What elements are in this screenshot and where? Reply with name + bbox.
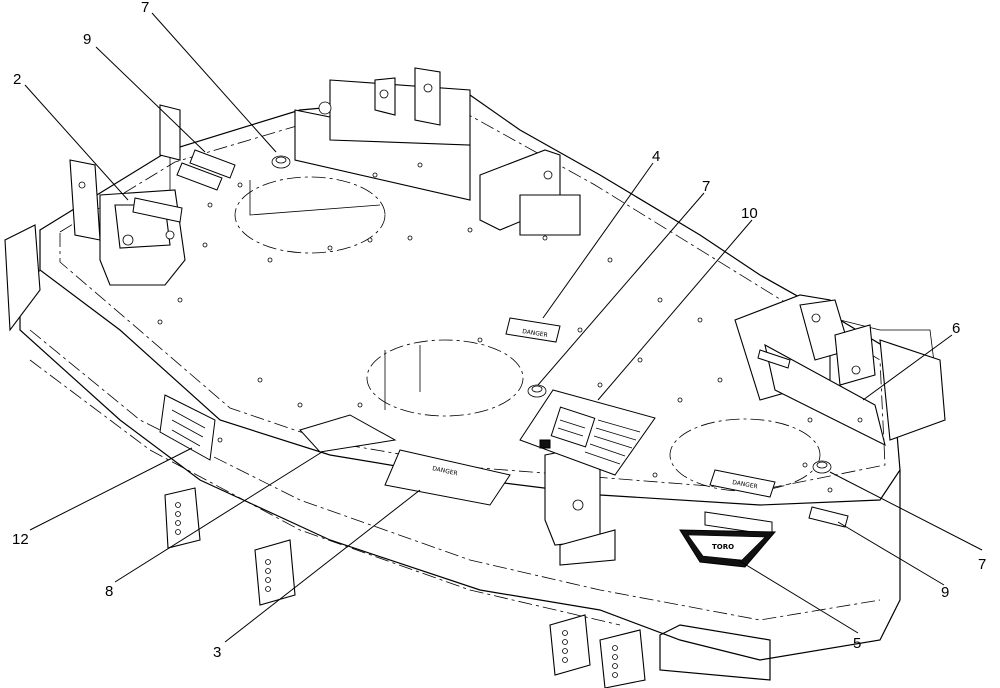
leader-9b — [837, 521, 945, 586]
decal-3: DANGER — [384, 449, 511, 506]
leader-7a — [151, 12, 277, 153]
right-blade-opening — [669, 418, 821, 492]
callout-5: 5 — [853, 635, 861, 652]
callout-7-center: 7 — [702, 178, 710, 195]
callout-8: 8 — [105, 583, 113, 600]
hoc-bracket-3 — [549, 614, 591, 676]
decal-2 — [132, 197, 183, 223]
leader-6 — [862, 334, 953, 401]
decal-5-text: TORO — [712, 543, 734, 551]
left-blade-opening — [234, 176, 386, 254]
side-discharge-chute-mount — [764, 339, 946, 447]
leader-10 — [597, 219, 753, 401]
decal-4: DANGER — [505, 317, 561, 343]
callout-labels: 7 9 2 4 7 10 6 7 9 5 3 8 12 — [12, 0, 986, 661]
decal-4-text: DANGER — [522, 328, 548, 339]
deck-plugs — [271, 155, 832, 474]
center-blade-opening — [366, 339, 524, 417]
blade-openings — [234, 176, 821, 492]
leader-7b — [537, 192, 705, 386]
decals: DANGER DANGER DANGER — [132, 149, 849, 568]
center-front-bracket — [544, 447, 616, 566]
plug-right — [812, 460, 832, 474]
front-left-arm — [4, 224, 41, 332]
decal-5: TORO — [679, 529, 777, 568]
callout-12: 12 — [12, 531, 29, 548]
callout-4: 4 — [652, 148, 660, 165]
height-of-cut-brackets — [164, 487, 771, 688]
discharge-deflector — [764, 343, 886, 447]
right-rear-bracket — [479, 149, 581, 236]
decal-12 — [159, 394, 216, 461]
rear-plug — [318, 101, 332, 115]
decal-8 — [299, 414, 397, 453]
decal-danger-right-text: DANGER — [732, 479, 759, 490]
callout-3: 3 — [213, 644, 221, 661]
hoc-bracket-4 — [599, 629, 646, 688]
callout-2: 2 — [13, 71, 21, 88]
leader-lines — [24, 12, 983, 643]
callout-9-right: 9 — [941, 584, 949, 601]
plug-center — [527, 384, 547, 398]
front-bumper — [659, 624, 771, 681]
leader-3 — [224, 489, 421, 643]
plug-rear — [271, 155, 291, 169]
rear-baffle — [294, 67, 471, 201]
hoc-bracket-2 — [254, 539, 296, 606]
decal-danger-right: DANGER — [709, 469, 776, 498]
leader-9a — [95, 46, 206, 153]
leader-4 — [542, 162, 654, 319]
leader-5 — [737, 559, 859, 634]
leader-8 — [114, 451, 323, 583]
callout-7-right: 7 — [978, 556, 986, 573]
leader-7c — [829, 471, 983, 551]
leader-12 — [29, 447, 193, 531]
decal-6 — [757, 349, 791, 369]
decal-10 — [519, 389, 656, 476]
hoc-bracket-1 — [164, 487, 201, 549]
callout-9-top: 9 — [83, 31, 91, 48]
callout-7-top: 7 — [141, 0, 149, 16]
decal-9-rear — [176, 149, 236, 191]
leader-2 — [24, 84, 129, 201]
callout-10: 10 — [741, 205, 758, 222]
callout-6: 6 — [952, 320, 960, 337]
